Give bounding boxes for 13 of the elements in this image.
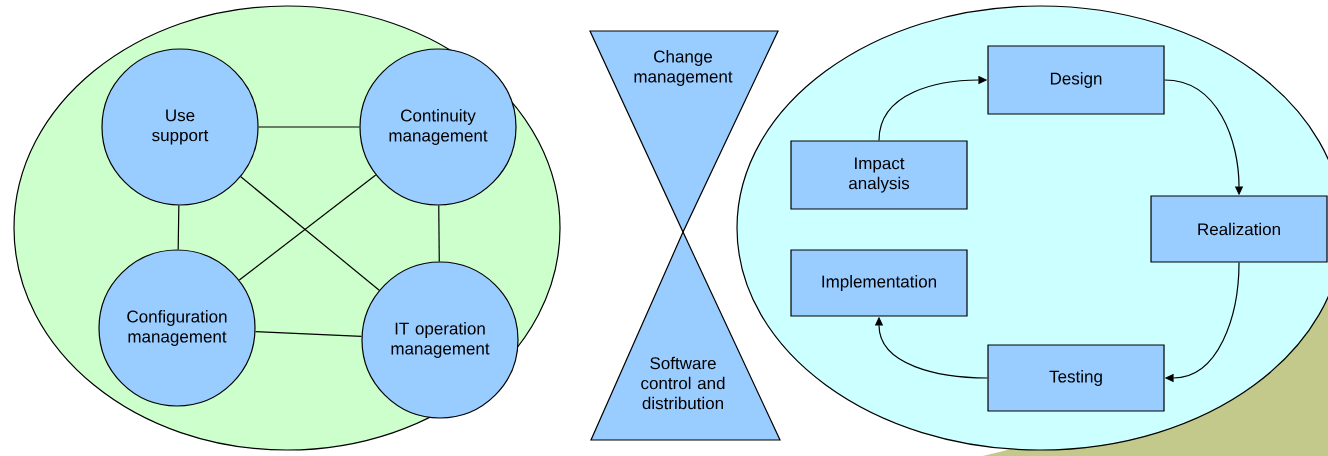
connector-line — [254, 331, 363, 338]
process-box: Design — [987, 45, 1165, 115]
circle-node: Continuity management — [359, 48, 517, 206]
process-box: Realization — [1150, 195, 1328, 263]
connector-line — [438, 205, 440, 262]
circle-node: Configuration management — [98, 249, 256, 407]
connector-line — [177, 205, 180, 250]
process-box: Testing — [987, 344, 1165, 412]
connector-line — [258, 126, 360, 128]
circle-node: IT operation management — [361, 261, 519, 419]
circle-node: Use support — [101, 48, 259, 206]
process-box: Implementation — [790, 249, 968, 317]
process-box: Impact analysis — [790, 140, 968, 210]
